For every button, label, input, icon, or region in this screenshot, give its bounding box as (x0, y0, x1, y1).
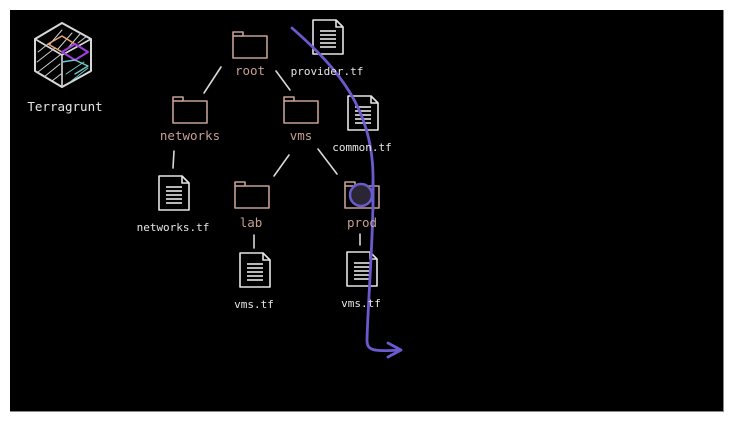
folder-label-vms[interactable]: vms (289, 128, 313, 143)
file-fold (335, 20, 343, 28)
file-icon-prod-vms-tf[interactable] (346, 251, 378, 287)
folder-label-lab[interactable]: lab (239, 215, 263, 230)
edge-vms-prod (317, 148, 338, 175)
folder-label-prod[interactable]: prod (346, 215, 378, 230)
file-label-networks-tf[interactable]: networks.tf (136, 221, 210, 234)
file-label-provider-tf[interactable]: provider.tf (290, 65, 364, 78)
file-label-lab-vms-tf[interactable]: vms.tf (234, 298, 274, 311)
file-fold (262, 253, 270, 261)
file-outline (239, 252, 271, 288)
file-icon-networks-tf[interactable] (158, 175, 190, 211)
file-label-prod-vms-tf[interactable]: vms.tf (341, 297, 381, 310)
edge-root-networks (203, 66, 222, 94)
folder-icon-vms[interactable] (283, 96, 319, 124)
file-fold (370, 96, 378, 104)
file-icon-provider-tf[interactable] (312, 19, 344, 55)
file-icon-common-tf[interactable] (347, 95, 379, 131)
file-label-common-tf[interactable]: common.tf (332, 141, 392, 154)
brand-label: Terragrunt (27, 99, 103, 114)
flow-arrow-icon (290, 26, 403, 359)
cursor-highlight-icon (348, 182, 374, 208)
edge-networks-file (172, 150, 175, 169)
terragrunt-logo-icon (34, 22, 92, 88)
edge-root-vms (275, 70, 291, 91)
file-fold (181, 176, 189, 184)
file-outline (312, 19, 344, 55)
file-outline (347, 95, 379, 131)
edge-vms-lab (273, 154, 290, 177)
folder-icon-networks[interactable] (172, 96, 208, 124)
folder-icon-root[interactable] (232, 31, 268, 59)
folder-label-networks[interactable]: networks (159, 128, 221, 143)
file-outline (158, 175, 190, 211)
file-outline (346, 251, 378, 287)
file-icon-lab-vms-tf[interactable] (239, 252, 271, 288)
folder-label-root[interactable]: root (234, 63, 266, 78)
folder-icon-lab[interactable] (234, 181, 270, 209)
